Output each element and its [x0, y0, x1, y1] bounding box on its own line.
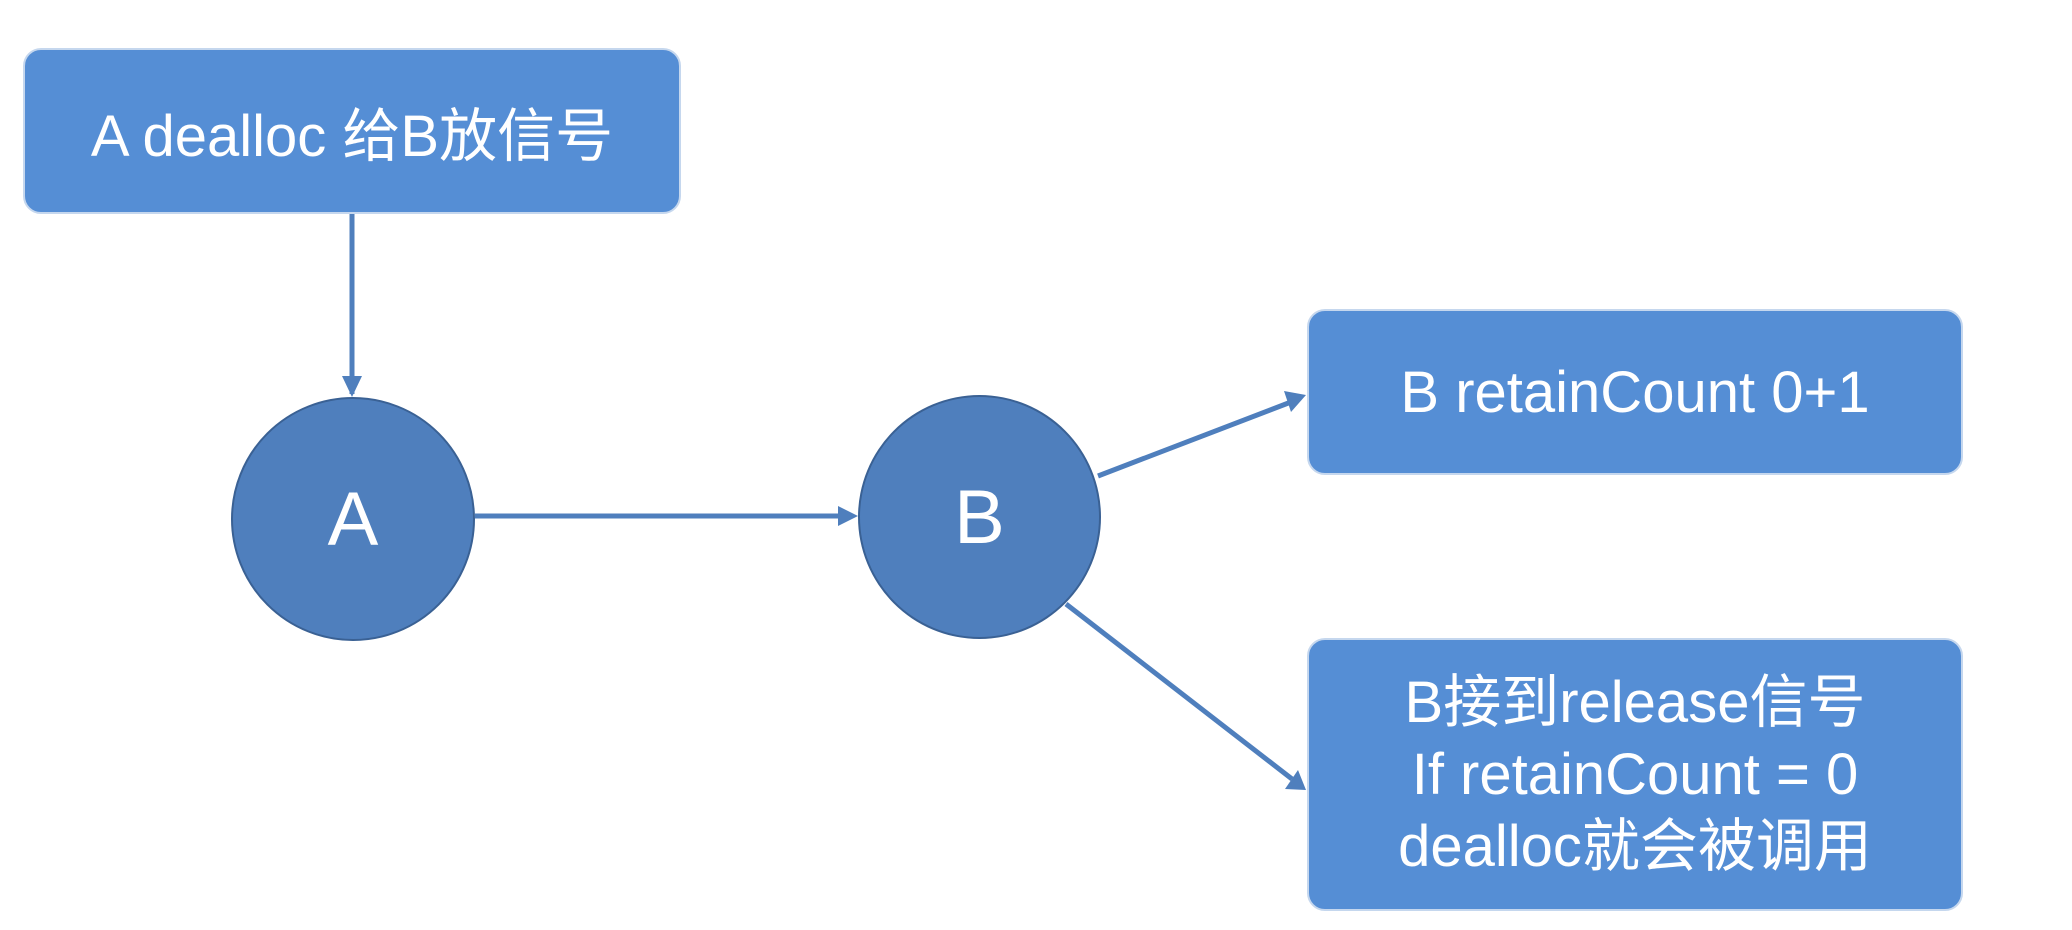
arrowhead-a-to-b	[838, 506, 858, 526]
node-b-retain-count-label: B retainCount 0+1	[1400, 359, 1870, 425]
node-b: B	[858, 395, 1101, 639]
node-a: A	[231, 397, 475, 641]
node-a-label: A	[327, 476, 379, 562]
arrowhead-b-to-retain	[1284, 391, 1306, 412]
edge-b-to-retain	[1097, 399, 1292, 479]
node-b-label: B	[954, 474, 1005, 560]
arrowhead-b-to-release	[1285, 770, 1306, 790]
node-b-retain-count: B retainCount 0+1	[1307, 309, 1963, 475]
release-line-1: B接到release信号	[1404, 669, 1866, 735]
node-a-dealloc-signal-label: A dealloc 给B放信号	[90, 104, 614, 169]
edge-b-to-release	[1064, 602, 1294, 781]
release-line-3: dealloc就会被调用	[1398, 813, 1872, 879]
node-b-release-signal: B接到release信号 If retainCount = 0 dealloc就…	[1307, 638, 1963, 911]
arrowhead-top-to-a	[342, 376, 362, 397]
release-line-2: If retainCount = 0	[1411, 741, 1859, 807]
node-a-dealloc-signal: A dealloc 给B放信号	[23, 48, 681, 214]
